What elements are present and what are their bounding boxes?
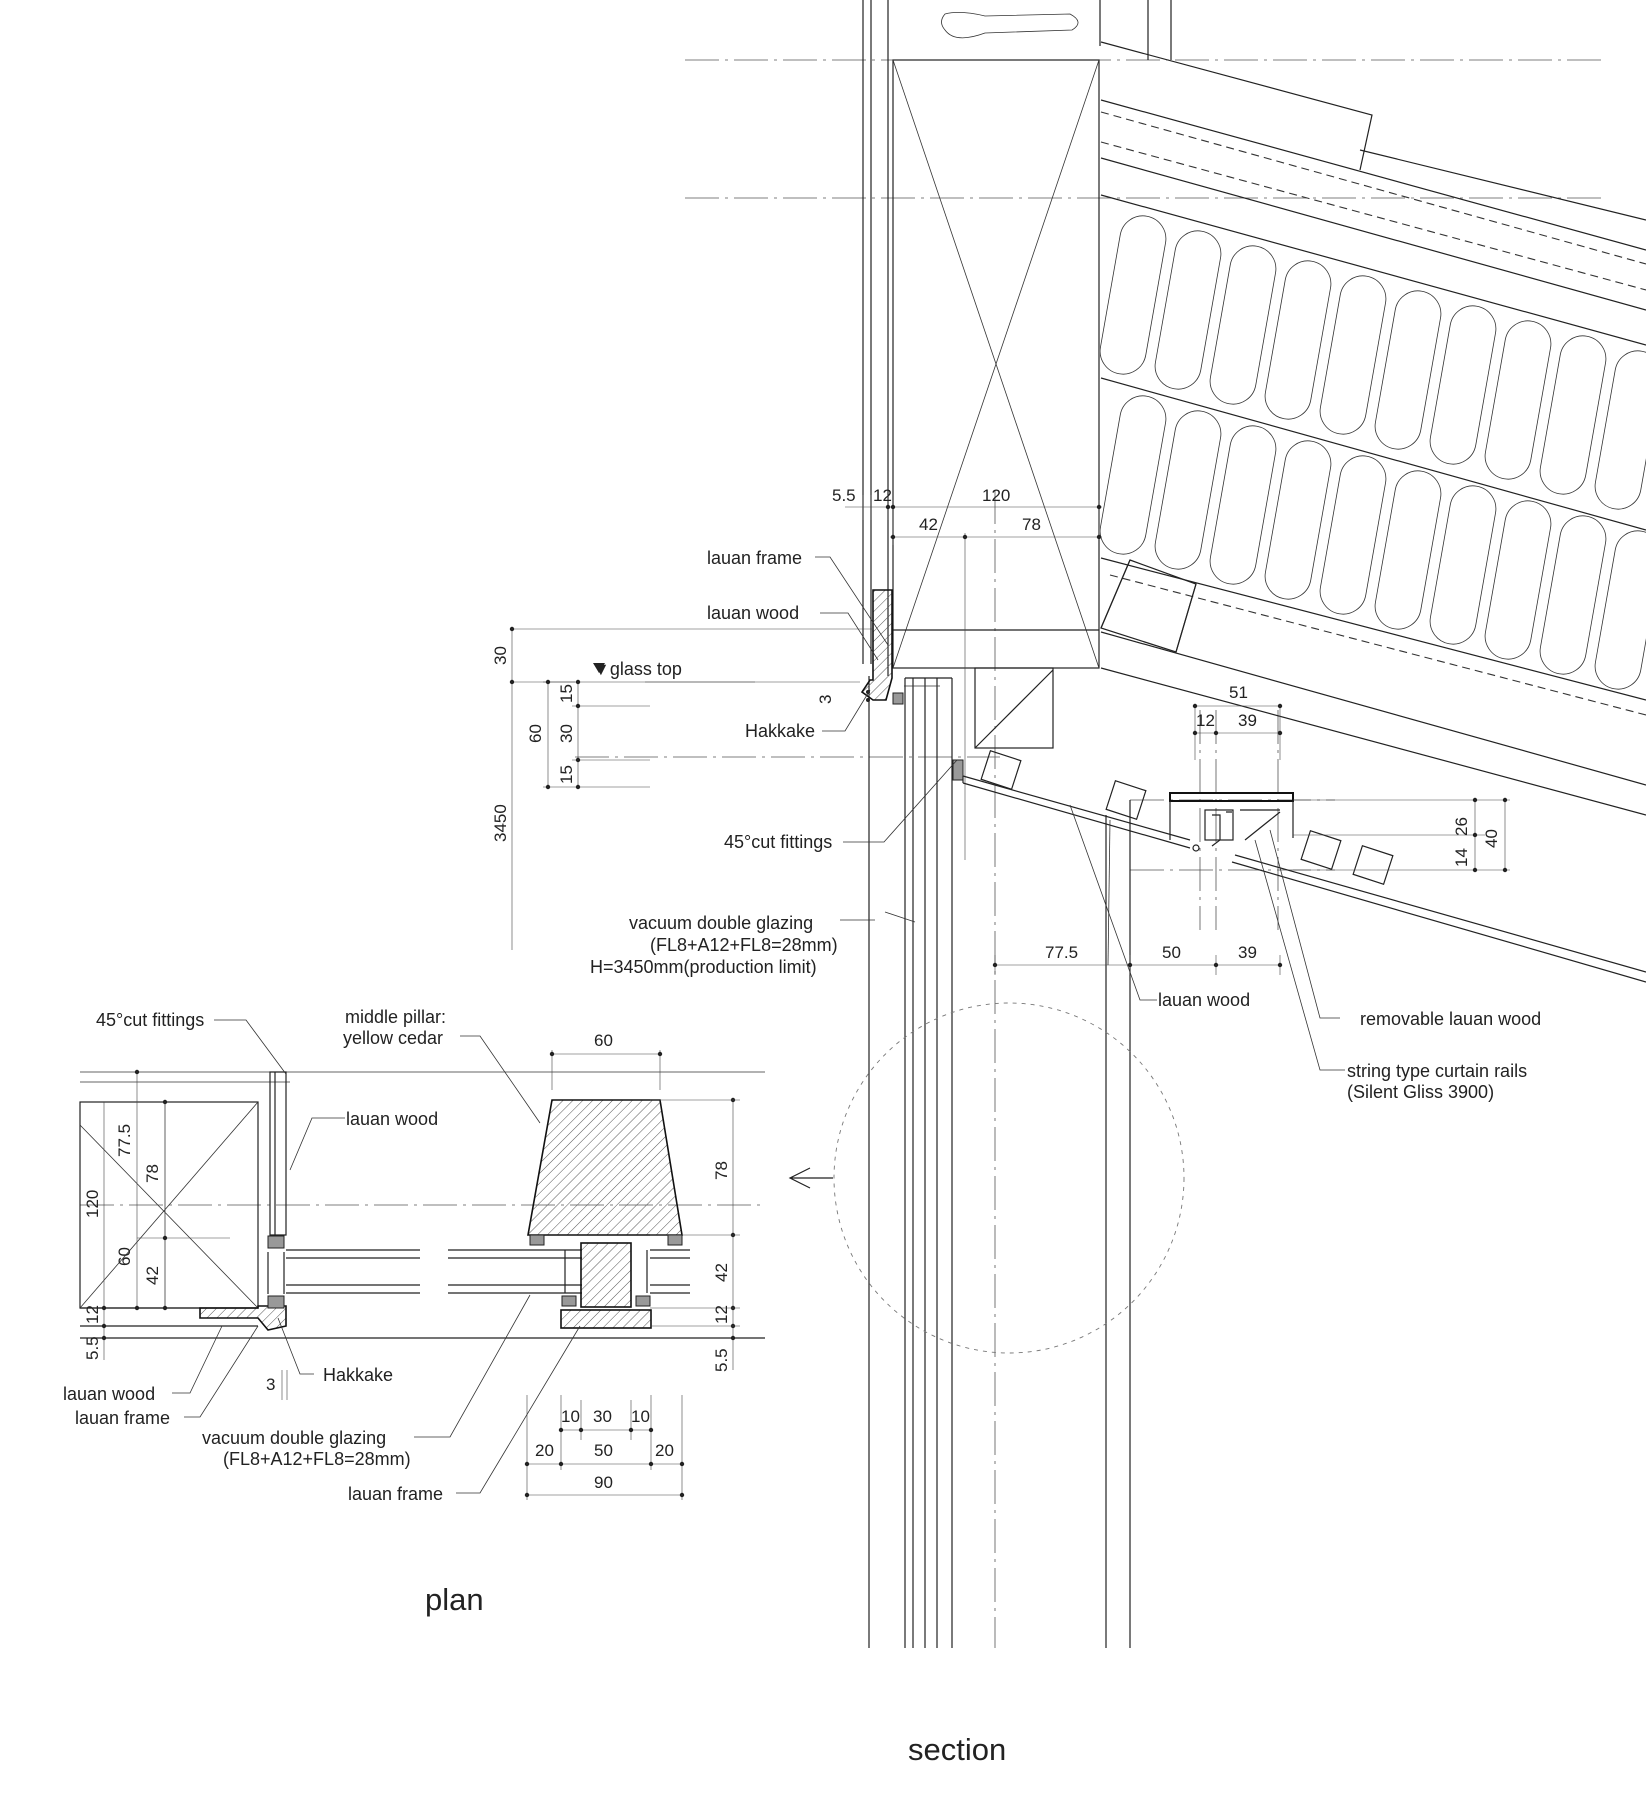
- section-left-dimensions: [509, 626, 872, 950]
- glass-top-marker: [593, 663, 605, 673]
- sloped-roof: [1100, 41, 1646, 816]
- plan-leaders: [172, 1019, 581, 1494]
- plan-dim-20-b: 20: [655, 1441, 674, 1460]
- section-label-lauan-frame: lauan frame: [707, 548, 802, 568]
- section-label-lauan-wood: lauan wood: [707, 603, 799, 623]
- section-labels: lauan frame lauan wood ▼glass top Hakkak…: [590, 548, 1541, 1102]
- plan-dim-78-right: 78: [712, 1161, 731, 1180]
- dim-5-5: 5.5: [832, 486, 856, 505]
- plan-dim-50: 50: [594, 1441, 613, 1460]
- dim-15-a: 15: [557, 684, 576, 703]
- plan-title: plan: [425, 1582, 484, 1617]
- dim-30-mid: 30: [557, 724, 576, 743]
- section-drawing: lauan frame lauan wood ▼glass top Hakkak…: [491, 0, 1646, 1767]
- plan-label-lauan-wood: lauan wood: [346, 1109, 438, 1129]
- dim-40: 40: [1482, 829, 1501, 848]
- plan-reference-arrow: [788, 1167, 833, 1189]
- section-top-dimensions: [845, 495, 1102, 545]
- dim-51: 51: [1229, 683, 1248, 702]
- plan-label-glazing-1: vacuum double glazing: [202, 1428, 386, 1448]
- sloped-ceiling: [962, 750, 1646, 983]
- detail-callout-circle: [833, 1002, 1185, 1354]
- plan-dim-5-5-left: 5.5: [83, 1336, 102, 1360]
- section-wall-lines: [862, 0, 1172, 1648]
- dim-39-rail: 39: [1238, 711, 1257, 730]
- plan-dimension-texts: 60 77.5 78 120 60 42 12 5.5 3 78 42 12 5…: [83, 1031, 731, 1492]
- dim-50: 50: [1162, 943, 1181, 962]
- dim-12-rail: 12: [1196, 711, 1215, 730]
- plan-dim-30: 30: [593, 1407, 612, 1426]
- dim-3450: 3450: [491, 804, 510, 842]
- plan-dim-10-b: 10: [631, 1407, 650, 1426]
- section-label-glazing-2: (FL8+A12+FL8=28mm): [650, 935, 838, 955]
- section-label-removable-lauan-wood: removable lauan wood: [1360, 1009, 1541, 1029]
- dim-78: 78: [1022, 515, 1041, 534]
- plan-dimension-lines: [101, 1050, 740, 1500]
- rafter-box: [892, 59, 1100, 860]
- plan-label-middle-pillar-1: middle pillar:: [345, 1007, 446, 1027]
- dim-15-b: 15: [557, 765, 576, 784]
- plan-dim-3: 3: [266, 1375, 275, 1394]
- plan-dim-42-right: 42: [712, 1263, 731, 1282]
- middle-pillar: [527, 1099, 683, 1329]
- section-label-glass-top: ▼glass top: [592, 659, 682, 679]
- plan-dim-60-top: 60: [594, 1031, 613, 1050]
- dim-120: 120: [982, 486, 1010, 505]
- dim-39-bottom: 39: [1238, 943, 1257, 962]
- plan-dim-77-5: 77.5: [115, 1124, 134, 1157]
- section-title: section: [908, 1732, 1006, 1767]
- plan-label-lauan-wood-lower: lauan wood: [63, 1384, 155, 1404]
- plan-label-lauan-frame-lower: lauan frame: [75, 1408, 170, 1428]
- section-label-hakkake: Hakkake: [745, 721, 815, 741]
- plan-dim-5-5-right: 5.5: [712, 1348, 731, 1372]
- plan-label-middle-pillar-2: yellow cedar: [343, 1028, 443, 1048]
- section-dimension-texts: 5.5 12 120 42 78 30 3450 60 15 30 15 3 5…: [491, 486, 1501, 962]
- plan-labels: 45°cut fittings middle pillar: yellow ce…: [63, 1007, 446, 1504]
- plan-dim-60-left: 60: [115, 1247, 134, 1266]
- plan-glazing: [286, 1249, 690, 1294]
- plan-dim-20-a: 20: [535, 1441, 554, 1460]
- dim-77-5: 77.5: [1045, 943, 1078, 962]
- plan-dim-78-left: 78: [143, 1164, 162, 1183]
- plan-label-lauan-frame-bottom: lauan frame: [348, 1484, 443, 1504]
- dim-14: 14: [1452, 848, 1471, 867]
- dim-12: 12: [873, 486, 892, 505]
- plan-dim-90: 90: [594, 1473, 613, 1492]
- section-rail-dimensions: [992, 703, 1510, 975]
- section-leaders: [815, 556, 1345, 1071]
- plan-dim-12-left: 12: [83, 1305, 102, 1324]
- plan-label-hakkake: Hakkake: [323, 1365, 393, 1385]
- section-label-curtain-rails-1: string type curtain rails: [1347, 1061, 1527, 1081]
- plan-dim-120: 120: [83, 1190, 102, 1218]
- section-glazing: [904, 677, 1131, 1648]
- top-insulation-cap: [941, 12, 1079, 39]
- dim-42: 42: [919, 515, 938, 534]
- plan-dim-12-right: 12: [712, 1305, 731, 1324]
- plan-label-glazing-2: (FL8+A12+FL8=28mm): [223, 1449, 411, 1469]
- dim-30-top: 30: [491, 646, 510, 665]
- section-label-curtain-rails-2: (Silent Gliss 3900): [1347, 1082, 1494, 1102]
- plan-left-post: [79, 1071, 287, 1331]
- plan-dim-42-left: 42: [143, 1266, 162, 1285]
- plan-drawing: 45°cut fittings middle pillar: yellow ce…: [63, 1007, 765, 1617]
- dim-26: 26: [1452, 817, 1471, 836]
- section-axis-lines: [575, 59, 1605, 1648]
- plan-dim-10-a: 10: [561, 1407, 580, 1426]
- plan-label-45-cut-fittings: 45°cut fittings: [96, 1010, 204, 1030]
- dim-60: 60: [526, 724, 545, 743]
- section-label-lauan-wood-lower: lauan wood: [1158, 990, 1250, 1010]
- section-label-glazing-3: H=3450mm(production limit): [590, 957, 817, 977]
- section-lauan-frame: [860, 589, 1054, 781]
- dim-3: 3: [816, 695, 835, 704]
- section-label-45-cut-fittings: 45°cut fittings: [724, 832, 832, 852]
- section-label-glazing-1: vacuum double glazing: [629, 913, 813, 933]
